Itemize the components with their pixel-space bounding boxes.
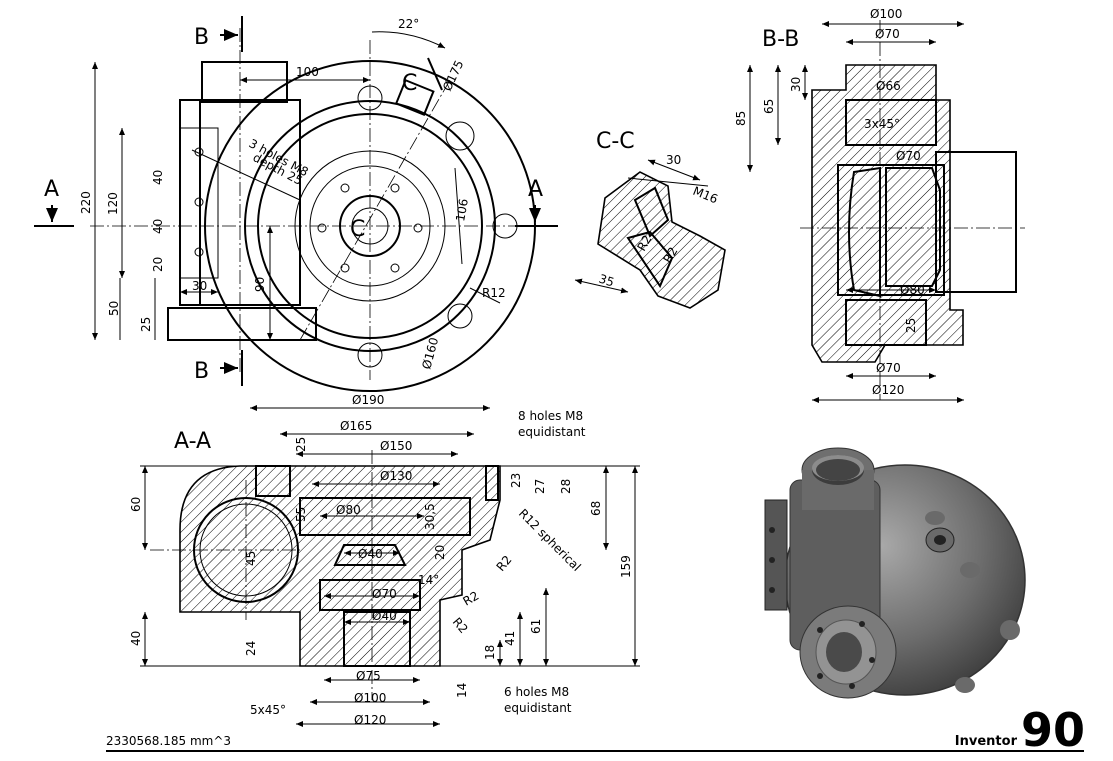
- section-label-a-left: A: [44, 177, 59, 202]
- dim-aa-25: 25: [294, 437, 308, 452]
- dim-aa-55: 55: [294, 507, 308, 522]
- section-label-a-right: A: [528, 177, 543, 202]
- dim-cc-m16: M16: [691, 184, 720, 207]
- dim-aa-r2c: R2: [450, 615, 471, 636]
- exercise-number: 90: [1020, 703, 1085, 757]
- note-8-holes-equidistant: equidistant: [518, 425, 586, 439]
- dim-front-100: 100: [296, 65, 319, 79]
- note-6-holes: 6 holes M8: [504, 685, 569, 699]
- dim-front-22deg: 22°: [398, 17, 419, 31]
- dim-aa-60: 60: [129, 497, 143, 512]
- dim-bb-30: 30: [789, 77, 803, 92]
- dim-front-50: 50: [107, 301, 121, 316]
- dim-front-r12: R12: [482, 286, 506, 300]
- aa-title: A-A: [174, 429, 211, 454]
- cc-title: C-C: [596, 129, 635, 154]
- bb-title: B-B: [762, 27, 799, 52]
- dim-aa-68: 68: [589, 501, 603, 516]
- dim-aa-28: 28: [559, 479, 573, 494]
- dim-aa-130: Ø130: [380, 469, 412, 483]
- dim-aa-40b: Ø40: [372, 609, 397, 623]
- front-view: B B A A C C 100 22° Ø175 220 120 40 40 2…: [34, 16, 558, 392]
- dim-cc-r2b: R2: [660, 245, 680, 266]
- section-label-c-center: C: [350, 217, 365, 242]
- dim-cc-35: 35: [597, 272, 616, 290]
- dim-front-40b: 40: [151, 219, 165, 234]
- dim-aa-165: Ø165: [340, 419, 372, 433]
- dim-front-120: 120: [106, 192, 120, 215]
- section-cc: C-C 30 M16 35 R2 R2: [574, 129, 726, 309]
- section-aa: A-A Ø190 Ø165 Ø150 Ø130: [129, 393, 640, 727]
- dim-cc-r2a: R2: [634, 233, 654, 254]
- dim-aa-150: Ø150: [380, 439, 412, 453]
- note-6-holes-equidistant: equidistant: [504, 701, 572, 715]
- dim-bb-80: Ø80: [900, 283, 925, 297]
- dim-aa-100: Ø100: [354, 691, 386, 705]
- dim-bb-100: Ø100: [870, 7, 902, 21]
- dim-front-20: 20: [151, 257, 165, 272]
- section-label-b-top: B: [194, 25, 209, 50]
- dim-aa-r2a: R2: [494, 553, 515, 574]
- dim-bb-66: Ø66: [876, 79, 901, 93]
- dim-front-160: Ø160: [419, 336, 441, 371]
- dim-aa-40: 40: [129, 631, 143, 646]
- dim-bb-70-mid: Ø70: [896, 149, 921, 163]
- dim-bb-70-bot: Ø70: [876, 361, 901, 375]
- dim-aa-41: 41: [503, 631, 517, 646]
- isometric-render: [764, 447, 1026, 699]
- dim-aa-23: 23: [509, 473, 523, 488]
- dim-front-40a: 40: [151, 170, 165, 185]
- dim-aa-120: Ø120: [354, 713, 386, 727]
- dim-bb-65: 65: [762, 99, 776, 114]
- section-label-c: C: [402, 71, 417, 96]
- dim-front-220: 220: [79, 191, 93, 214]
- dim-aa-r2b: R2: [461, 588, 482, 608]
- volume-readout: 2330568.185 mm^3: [106, 734, 232, 748]
- dim-aa-61: 61: [529, 619, 543, 634]
- dim-aa-70: Ø70: [372, 587, 397, 601]
- dim-aa-18: 18: [483, 645, 497, 660]
- dim-aa-159: 159: [619, 555, 633, 578]
- dim-bb-25: 25: [904, 318, 918, 333]
- dim-aa-27: 27: [533, 479, 547, 494]
- bottom-rule: [106, 750, 1084, 752]
- dim-aa-14deg: 14°: [418, 573, 439, 587]
- dim-aa-190: Ø190: [352, 393, 384, 407]
- dim-aa-80: Ø80: [336, 503, 361, 517]
- dim-aa-24: 24: [244, 641, 258, 656]
- dim-bb-85: 85: [734, 111, 748, 126]
- section-label-b-bottom: B: [194, 359, 209, 384]
- brand-block: Inventor 90: [955, 707, 1085, 753]
- note-8-holes: 8 holes M8: [518, 409, 583, 423]
- brand-name: Inventor: [954, 734, 1017, 749]
- section-bb: B-B Ø100 Ø70 30 Ø66 85 65 3x45° Ø70 Ø80 …: [734, 7, 1025, 403]
- dim-cc-30: 30: [666, 153, 681, 167]
- dim-aa-r12-spherical: R12 spherical: [516, 506, 584, 574]
- dim-aa-20: 20: [433, 545, 447, 560]
- dim-front-30: 30: [192, 279, 207, 293]
- dim-aa-14: 14: [455, 683, 469, 698]
- dim-bb-70-top: Ø70: [875, 27, 900, 41]
- dim-aa-75: Ø75: [356, 669, 381, 683]
- dim-aa-5x45: 5x45°: [250, 703, 286, 717]
- dim-bb-120: Ø120: [872, 383, 904, 397]
- dim-front-25: 25: [139, 317, 153, 332]
- dim-aa-30-5: 30,5: [423, 503, 437, 530]
- dim-front-175: Ø175: [440, 58, 466, 93]
- dim-front-106: 106: [453, 198, 471, 223]
- dim-aa-40a: Ø40: [358, 547, 383, 561]
- dim-aa-45: 45: [244, 551, 258, 566]
- dim-bb-chamfer: 3x45°: [864, 117, 900, 131]
- dim-front-90: 90: [253, 277, 267, 292]
